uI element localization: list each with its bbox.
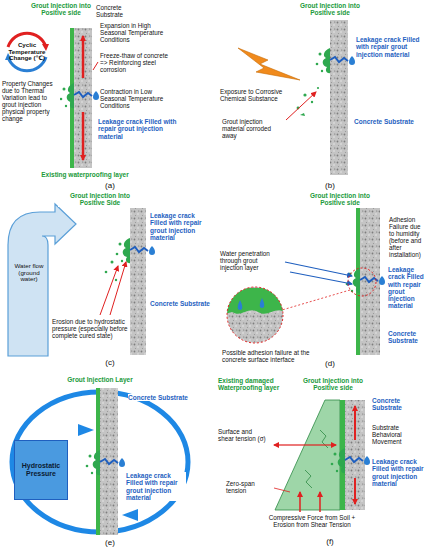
- annotation-label: Substrate Behavioral Movement: [372, 424, 427, 445]
- annotation-label: Zero-span tension: [226, 480, 272, 494]
- annotation-label: Grout Injection into Positive side: [290, 2, 370, 17]
- annotation-label: Leakage crack Filled with repair grout i…: [356, 36, 426, 58]
- annotation-label: Leakage crack Filled with repair grout i…: [372, 458, 427, 487]
- annotation-label: Grout Injection Into Positive Side: [58, 192, 142, 207]
- node-text: Hydrostatic Pressure: [17, 462, 65, 478]
- annotation-label: Compressive Force from Soil + Erosion fr…: [262, 514, 362, 528]
- annotation-label: Exposure to Corrosive Chemical Substance: [220, 88, 284, 102]
- annotation-label: Possible adhesion failure at the concret…: [222, 349, 314, 363]
- annotation-label: Grout Injection into Positive side: [30, 2, 92, 17]
- annotation-label: Existing damaged Waterproofing layer: [218, 377, 290, 392]
- annotation-label: Existing waterproofing layer: [30, 171, 140, 178]
- temperature-cycle-circle: Cyclic Temperature Change (℃): [2, 27, 52, 77]
- annotation-label: Grout Injection into Positive side: [298, 377, 368, 392]
- annotation-label: Water penetration through grout injectio…: [220, 250, 282, 271]
- annotation-label: Concrete Substrate: [354, 118, 414, 125]
- panel-label: (e): [100, 539, 120, 548]
- annotation-label: Surface and shear tension (σ): [218, 428, 268, 442]
- annotation-label: Leakage crack Filled with repair grout i…: [150, 212, 212, 241]
- annotation-label: Concrete Substrate: [96, 4, 146, 18]
- node-text: Water flow (ground water): [12, 263, 46, 284]
- annotation-label: Grout Injection Layer: [55, 376, 145, 383]
- hydrostatic-pressure-box: Hydrostatic Pressure: [14, 440, 68, 500]
- panel-label: (a): [100, 182, 120, 191]
- annotation-label: Concrete Substrate: [128, 394, 188, 401]
- annotation-label: Freeze-thaw of concrete => Reinforcing s…: [100, 52, 176, 73]
- node-text: Cyclic Temperature Change (℃): [8, 42, 46, 63]
- annotation-label: Leakage crack Filled with repair grout i…: [388, 266, 427, 310]
- annotation-label: Erosion due to hydrostatic pressure (esp…: [52, 318, 128, 339]
- annotation-label: Expansion in High Seasonal Temperature C…: [100, 22, 172, 43]
- annotation-label: Concrete Substrate: [372, 397, 427, 412]
- annotation-label: Leakage crack Filled with repair grout i…: [126, 472, 186, 501]
- panel-label: (c): [100, 359, 120, 368]
- annotation-label: Grout injection material corroded away: [222, 118, 284, 139]
- annotation-label: Property Changes due to Thermal Variatio…: [2, 80, 60, 122]
- panel-label: (f): [320, 538, 340, 547]
- annotation-label: Concrete Substrate: [150, 300, 210, 307]
- water-flow-arrow: Water flow (ground water): [9, 258, 49, 288]
- annotation-label: Leakage crack Filled with repair grout i…: [98, 118, 180, 140]
- panel-label: (d): [320, 360, 340, 369]
- panel-label: (b): [320, 182, 340, 191]
- annotation-label: Adhesion Failure due to humidity (before…: [389, 216, 427, 258]
- annotation-label: Contraction in Low Seasonal Temperature …: [100, 88, 172, 109]
- annotation-label: Concrete Substrate: [388, 330, 427, 345]
- annotation-label: Grout Injection into Positive side: [300, 192, 380, 207]
